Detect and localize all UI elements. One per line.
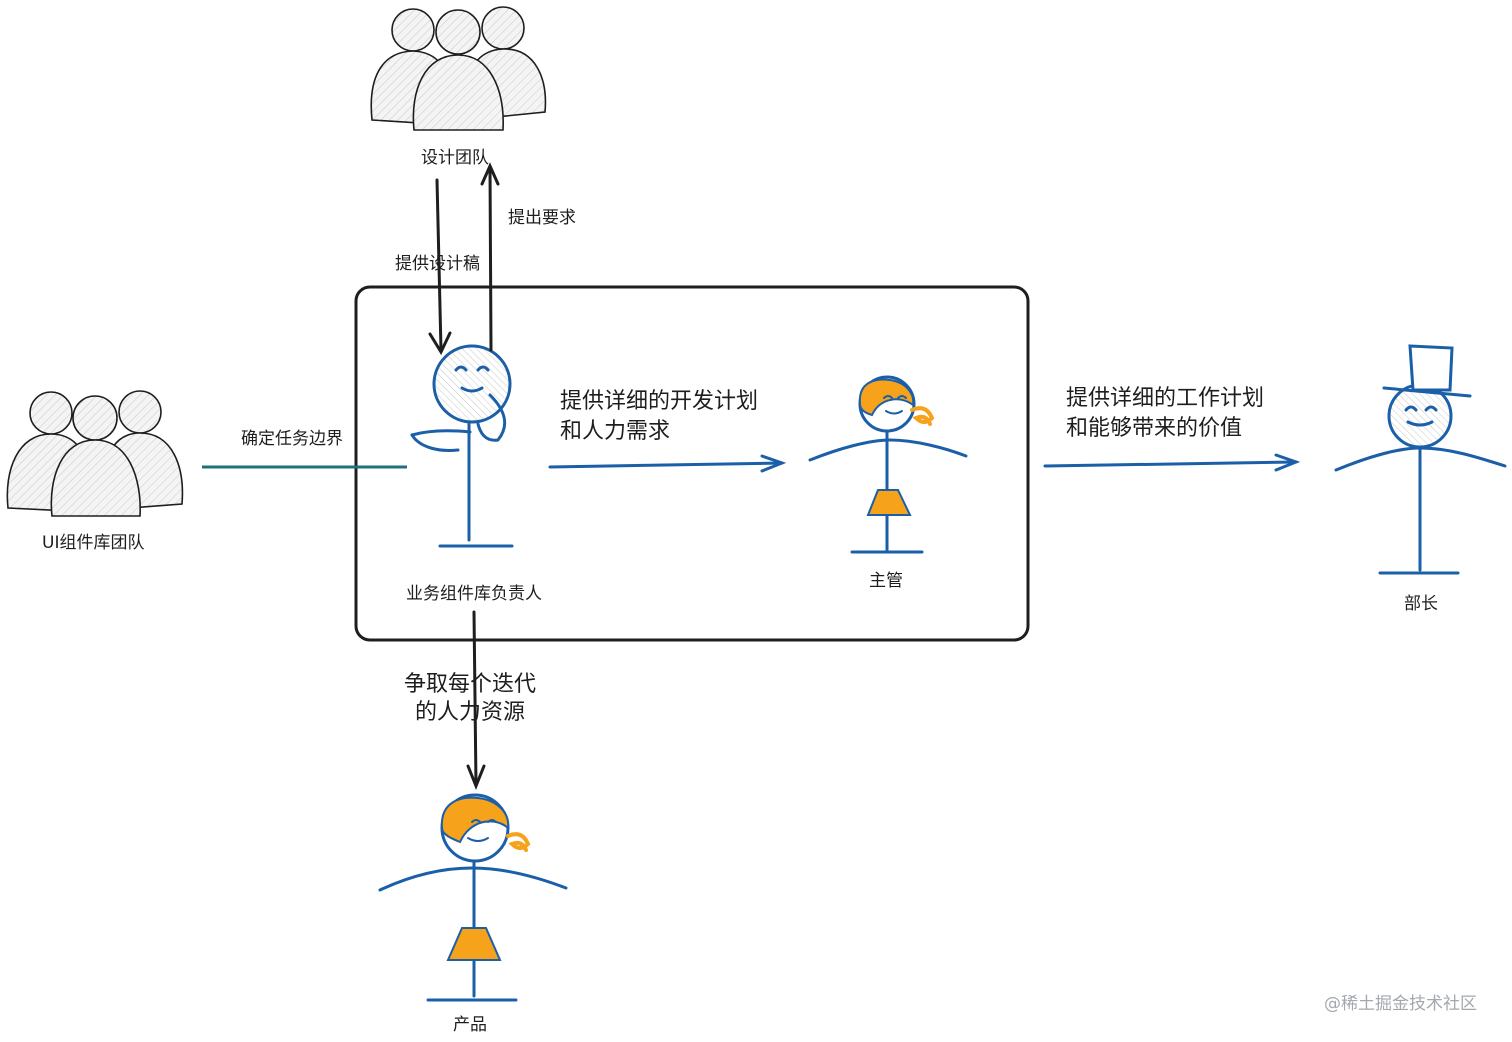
label-value-line2: 和能够带来的价值 <box>1066 416 1243 441</box>
label-define-boundary: 确定任务边界 <box>241 429 343 449</box>
arrow-raise-requirements <box>480 162 500 352</box>
label-minister: 部长 <box>1404 594 1438 614</box>
label-provide-design: 提供设计稿 <box>395 254 480 274</box>
people-group-icon-ui <box>6 390 184 517</box>
arrow-plan <box>548 454 787 473</box>
label-plan-line2: 和人力需求 <box>560 419 671 444</box>
supervisor-figure <box>808 375 968 554</box>
label-ui-team: UI组件库团队 <box>42 533 145 553</box>
arrow-value <box>1043 453 1301 472</box>
label-plan-line1: 提供详细的开发计划 <box>560 389 759 414</box>
arrow-resources <box>466 610 486 791</box>
product-figure <box>378 793 568 1002</box>
label-value-line1: 提供详细的工作计划 <box>1066 386 1265 411</box>
people-group-icon-design <box>370 6 547 131</box>
label-product: 产品 <box>453 1015 487 1035</box>
label-design-team: 设计团队 <box>421 148 489 168</box>
watermark: @稀土掘金技术社区 <box>1324 994 1477 1014</box>
label-resource-line1: 争取每个迭代 <box>404 672 537 697</box>
minister-figure <box>1334 344 1507 575</box>
label-owner: 业务组件库负责人 <box>406 584 542 604</box>
arrow-provide-design <box>428 178 452 356</box>
group-box <box>354 285 1030 642</box>
label-supervisor: 主管 <box>869 571 903 591</box>
label-resource-line2: 的人力资源 <box>415 700 526 725</box>
label-raise-requirements: 提出要求 <box>508 208 576 228</box>
owner-figure <box>410 344 514 548</box>
